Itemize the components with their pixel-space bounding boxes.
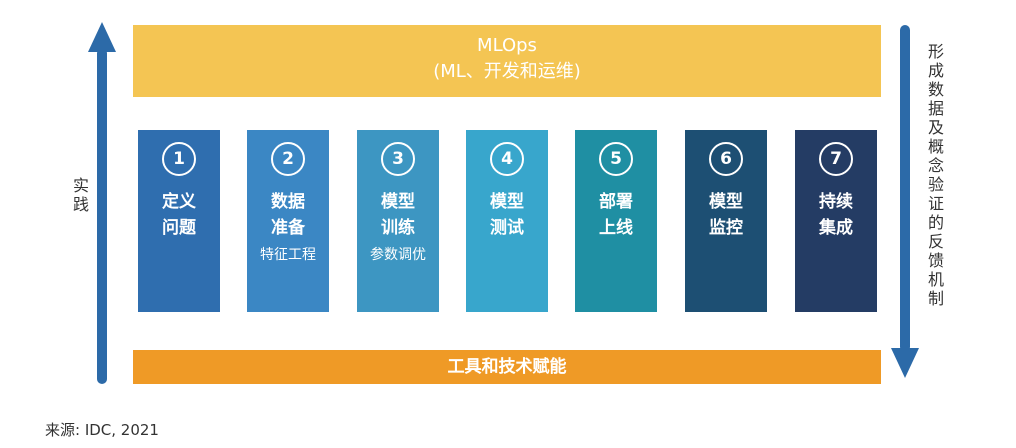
- mlops-banner: MLOps (ML、开发和运维): [133, 25, 881, 97]
- source-note: 来源: IDC, 2021: [45, 421, 159, 439]
- step-continuous-integration: 7 持续集成: [795, 130, 877, 312]
- step-number-badge: 2: [271, 142, 305, 176]
- step-title: 定义问题: [162, 192, 196, 238]
- step-title: 模型训练: [381, 192, 415, 238]
- step-define-problem: 1 定义问题: [138, 130, 220, 312]
- feedback-down-arrow-icon: [891, 25, 919, 378]
- step-subtitle: 参数调优: [370, 247, 426, 263]
- step-number-badge: 6: [709, 142, 743, 176]
- step-deployment: 5 部署上线: [575, 130, 657, 312]
- step-number-badge: 7: [819, 142, 853, 176]
- step-subtitle: 特征工程: [260, 247, 316, 263]
- mlops-subtitle: (ML、开发和运维): [433, 61, 581, 82]
- tools-tech-banner: 工具和技术赋能: [133, 350, 881, 384]
- step-number-badge: 5: [599, 142, 633, 176]
- step-title: 模型测试: [490, 192, 524, 238]
- practice-label: 实践: [72, 176, 89, 214]
- step-title: 持续集成: [819, 192, 853, 238]
- step-data-preparation: 2 数据准备 特征工程: [247, 130, 329, 312]
- step-title: 模型监控: [709, 192, 743, 238]
- step-title: 部署上线: [599, 192, 633, 238]
- step-number-badge: 3: [381, 142, 415, 176]
- practice-up-arrow-icon: [88, 22, 116, 384]
- feedback-mechanism-label: 形成数据及概念验证的反馈机制: [927, 42, 944, 308]
- step-model-testing: 4 模型测试: [466, 130, 548, 312]
- step-number-badge: 4: [490, 142, 524, 176]
- step-number-badge: 1: [162, 142, 196, 176]
- mlops-title: MLOps: [477, 35, 537, 56]
- step-title: 数据准备: [271, 192, 305, 238]
- step-model-monitoring: 6 模型监控: [685, 130, 767, 312]
- step-model-training: 3 模型训练 参数调优: [357, 130, 439, 312]
